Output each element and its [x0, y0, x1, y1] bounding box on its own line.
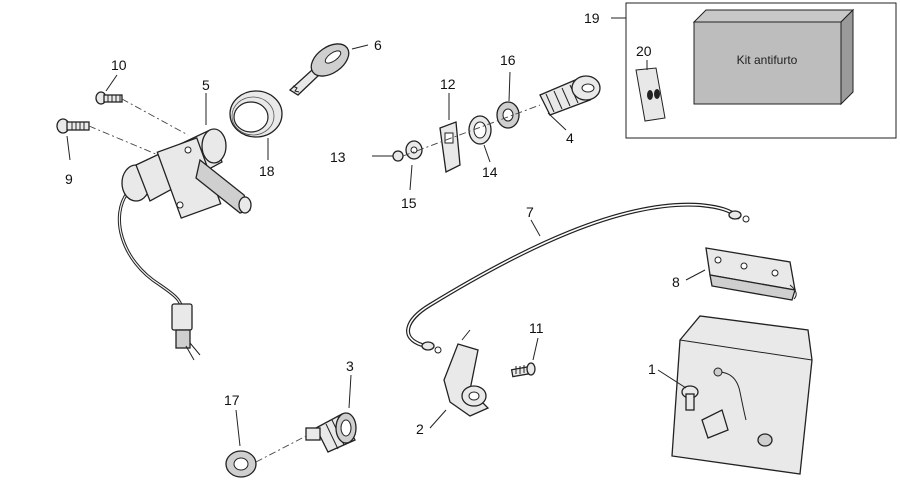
nut-17 — [225, 409, 257, 478]
callout-8: 8 — [672, 274, 680, 290]
callout-16: 16 — [500, 52, 516, 68]
spring-washer-14 — [468, 115, 492, 163]
washer-15 — [405, 140, 423, 191]
lock-ring — [229, 90, 283, 160]
seat-latch-2 — [429, 329, 490, 429]
bracket-8 — [685, 247, 797, 301]
callout-17: 17 — [224, 392, 240, 408]
steering-lock-assembly — [117, 93, 252, 361]
screw-13 — [372, 150, 404, 162]
plate-12 — [439, 93, 461, 173]
cable-7 — [406, 202, 750, 354]
callout-3: 3 — [346, 358, 354, 374]
kit-box: Kit antifurto — [692, 8, 855, 106]
callout-4: 4 — [566, 130, 574, 146]
callout-14: 14 — [482, 164, 498, 180]
lock-barrel-3 — [305, 374, 357, 453]
screw-11 — [510, 337, 539, 378]
callout-9: 9 — [65, 171, 73, 187]
callout-13: 13 — [330, 149, 346, 165]
callout-labels: 1 2 3 4 5 6 7 8 9 10 11 12 13 14 15 16 1… — [65, 10, 680, 437]
kit-box-label: Kit antifurto — [737, 53, 798, 67]
callout-10: 10 — [111, 57, 127, 73]
antitheft-kit-inset: Kit antifurto — [611, 2, 897, 139]
callout-1: 1 — [648, 361, 656, 377]
ignition-key — [288, 43, 369, 96]
kit-bag-1 — [657, 315, 813, 475]
callout-6: 6 — [374, 37, 382, 53]
screw-9 — [56, 118, 90, 161]
callout-19: 19 — [584, 10, 600, 26]
screw-10 — [95, 74, 123, 105]
callout-18: 18 — [259, 163, 275, 179]
callout-5: 5 — [202, 77, 210, 93]
callout-20: 20 — [636, 43, 652, 59]
nut-16 — [496, 71, 520, 129]
callout-2: 2 — [416, 421, 424, 437]
lock-cylinder-4 — [539, 75, 601, 131]
callout-11: 11 — [529, 320, 544, 336]
callout-12: 12 — [440, 76, 456, 92]
callout-15: 15 — [401, 195, 417, 211]
kit-card — [635, 67, 666, 122]
callout-7: 7 — [526, 204, 534, 220]
